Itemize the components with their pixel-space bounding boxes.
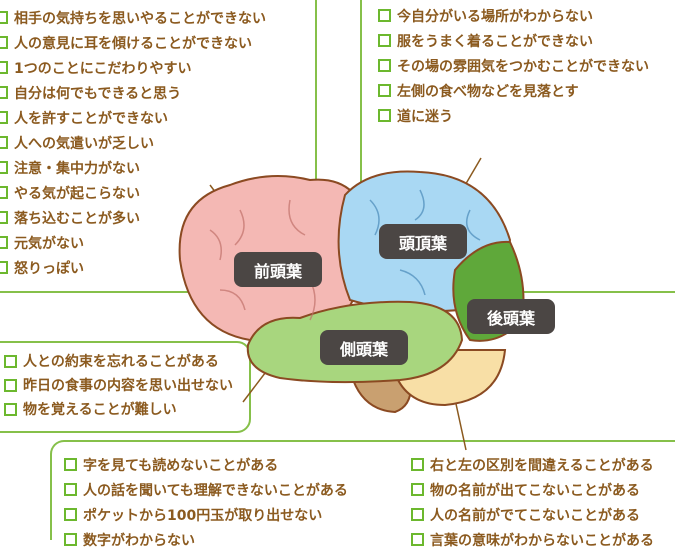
checkbox[interactable] — [0, 261, 8, 274]
symptom-item: 字を見ても読めないことがある — [64, 452, 348, 477]
occipital-lobe-label: 後頭葉 — [467, 299, 555, 334]
symptom-item: ポケットから100円玉が取り出せない — [64, 502, 348, 527]
symptom-item: 人を許すことができない — [0, 105, 266, 130]
frontal-symptom-list: 相手の気持ちを思いやることができない人の意見に耳を傾けることができない 1つのこと… — [0, 5, 266, 280]
checkbox[interactable] — [0, 61, 8, 74]
checkbox[interactable] — [64, 508, 77, 521]
symptom-item: 左側の食べ物などを見落とす — [378, 78, 649, 103]
symptom-item: 物の名前が出てこないことがある — [411, 477, 654, 502]
temporal-lobe-panel — [0, 341, 251, 433]
frontal-folds — [209, 199, 316, 321]
symptom-item: 1つのことにこだわりやすい — [0, 55, 266, 80]
bottom-panel — [50, 440, 675, 540]
symptom-item: 怒りっぽい — [0, 255, 266, 280]
checkbox[interactable] — [0, 236, 8, 249]
checkbox[interactable] — [0, 136, 8, 149]
parietal-symptom-list: 今自分がいる場所がわからない服をうまく着ることができないその場の雰囲気をつかむこ… — [378, 3, 649, 128]
symptom-item: 物を覚えることが難しい — [4, 397, 233, 421]
symptom-item: 注意・集中力がない — [0, 155, 266, 180]
symptom-text: 自分は何でもできると思う — [14, 85, 182, 102]
checkbox[interactable] — [64, 483, 77, 496]
symptom-text: 怒りっぽい — [14, 260, 84, 277]
symptom-text: その場の雰囲気をつかむことができない — [397, 58, 649, 75]
checkbox[interactable] — [0, 161, 8, 174]
checkbox[interactable] — [378, 59, 391, 72]
symptom-text: 道に迷う — [397, 108, 453, 125]
symptom-item: 人への気遣いが乏しい — [0, 130, 266, 155]
symptom-text: 人を許すことができない — [14, 110, 168, 127]
checkbox[interactable] — [411, 508, 424, 521]
checkbox[interactable] — [0, 186, 8, 199]
symptom-item: 服をうまく着ることができない — [378, 28, 649, 53]
symptom-item: 相手の気持ちを思いやることができない — [0, 5, 266, 30]
symptom-text: 物を覚えることが難しい — [23, 402, 177, 418]
symptom-text: 右と左の区別を間違えることがある — [430, 457, 654, 474]
symptom-item: 元気がない — [0, 230, 266, 255]
symptom-text: 今自分がいる場所がわからない — [397, 8, 593, 25]
symptom-text: 1つのことにこだわりやすい — [14, 60, 192, 77]
checkbox[interactable] — [64, 458, 77, 471]
symptom-text: 服をうまく着ることができない — [397, 33, 593, 50]
symptom-text: 人への気遣いが乏しい — [14, 135, 154, 152]
symptom-item: 人の名前がでてこないことがある — [411, 502, 654, 527]
frontal-lobe-panel — [0, 0, 317, 293]
frontal-lobe-label: 前頭葉 — [234, 252, 322, 287]
symptom-text: 元気がない — [14, 235, 84, 252]
symptom-item: 人との約束を忘れることがある — [4, 349, 233, 373]
symptom-text: 注意・集中力がない — [14, 160, 140, 177]
symptom-text: 相手の気持ちを思いやることができない — [14, 10, 266, 27]
symptom-text: 人との約束を忘れることがある — [23, 354, 219, 370]
symptom-item: 昨日の食事の内容を思い出せない — [4, 373, 233, 397]
symptom-item: 自分は何でもできると思う — [0, 80, 266, 105]
symptom-text: ポケットから100円玉が取り出せない — [83, 507, 323, 524]
checkbox[interactable] — [4, 378, 17, 392]
symptom-text: 昨日の食事の内容を思い出せない — [23, 378, 233, 394]
checkbox[interactable] — [0, 111, 8, 124]
checkbox[interactable] — [0, 36, 8, 49]
parietal-lobe-label: 頭頂葉 — [379, 224, 467, 259]
parietal-folds — [369, 189, 481, 296]
symptom-text: 落ち込むことが多い — [14, 210, 140, 227]
symptom-text: 人の意見に耳を傾けることができない — [14, 35, 252, 52]
temporal-lobe-label: 側頭葉 — [320, 330, 408, 365]
symptom-text: 字を見ても読めないことがある — [83, 457, 279, 474]
checkbox[interactable] — [378, 9, 391, 22]
checkbox[interactable] — [378, 109, 391, 122]
brain-illustration — [178, 157, 525, 451]
temporal-symptom-list: 人との約束を忘れることがある昨日の食事の内容を思い出せない物を覚えることが難しい — [4, 349, 233, 421]
symptom-item: やる気が起こらない — [0, 180, 266, 205]
symptom-text: 人の話を聞いても理解できないことがある — [83, 482, 348, 499]
checkbox[interactable] — [378, 84, 391, 97]
symptom-item: 人の意見に耳を傾けることができない — [0, 30, 266, 55]
symptom-text: 人の名前がでてこないことがある — [430, 507, 640, 524]
symptom-text: やる気が起こらない — [14, 185, 140, 202]
symptom-item: 右と左の区別を間違えることがある — [411, 452, 654, 477]
checkbox[interactable] — [411, 458, 424, 471]
symptom-item: その場の雰囲気をつかむことができない — [378, 53, 649, 78]
checkbox[interactable] — [0, 211, 8, 224]
checkbox[interactable] — [4, 354, 17, 368]
symptom-item: 道に迷う — [378, 103, 649, 128]
checkbox[interactable] — [378, 34, 391, 47]
symptom-text: 左側の食べ物などを見落とす — [397, 83, 579, 100]
checkbox[interactable] — [0, 11, 8, 24]
symptom-item: 人の話を聞いても理解できないことがある — [64, 477, 348, 502]
symptom-text: 物の名前が出てこないことがある — [430, 482, 640, 499]
checkbox[interactable] — [0, 86, 8, 99]
symptom-item: 今自分がいる場所がわからない — [378, 3, 649, 28]
symptom-item: 落ち込むことが多い — [0, 205, 266, 230]
checkbox[interactable] — [4, 402, 17, 416]
checkbox[interactable] — [411, 483, 424, 496]
